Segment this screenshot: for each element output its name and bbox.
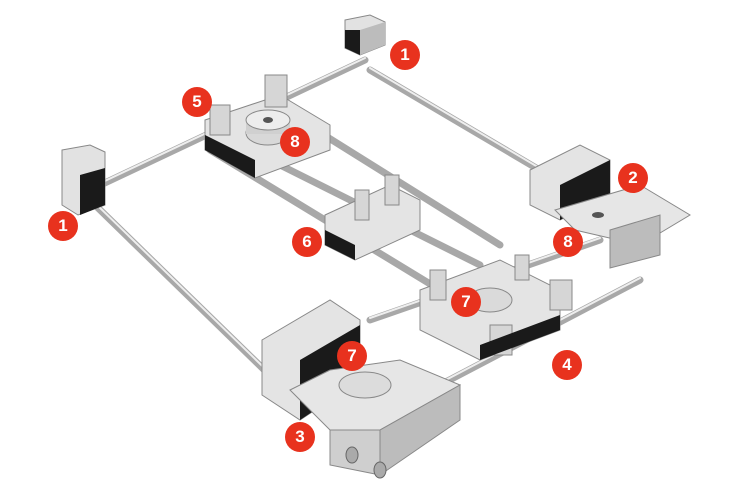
corner-bracket-top — [344, 14, 386, 56]
callout-badge-1-left: 1 — [48, 211, 78, 241]
rod-right — [366, 66, 569, 189]
carriage-middle — [324, 174, 421, 261]
rod-inner-2 — [296, 116, 504, 249]
callout-badge-5: 5 — [182, 87, 212, 117]
callout-badge-1-top: 1 — [390, 40, 420, 70]
rod-left — [91, 201, 294, 399]
carriage-top — [204, 74, 331, 179]
callout-badge-8-right: 8 — [553, 227, 583, 257]
corner-bracket-left — [61, 144, 106, 216]
callout-badge-8-top: 8 — [280, 127, 310, 157]
callout-badge-7-front: 7 — [337, 341, 367, 371]
motor-block-right — [529, 144, 691, 269]
callout-badge-6: 6 — [292, 227, 322, 257]
callout-badge-4: 4 — [552, 350, 582, 380]
callout-badge-3: 3 — [285, 422, 315, 452]
callout-badge-2: 2 — [618, 163, 648, 193]
motor-block-front — [261, 299, 462, 479]
callout-badge-7-center: 7 — [451, 287, 481, 317]
carriage-center — [419, 254, 573, 361]
